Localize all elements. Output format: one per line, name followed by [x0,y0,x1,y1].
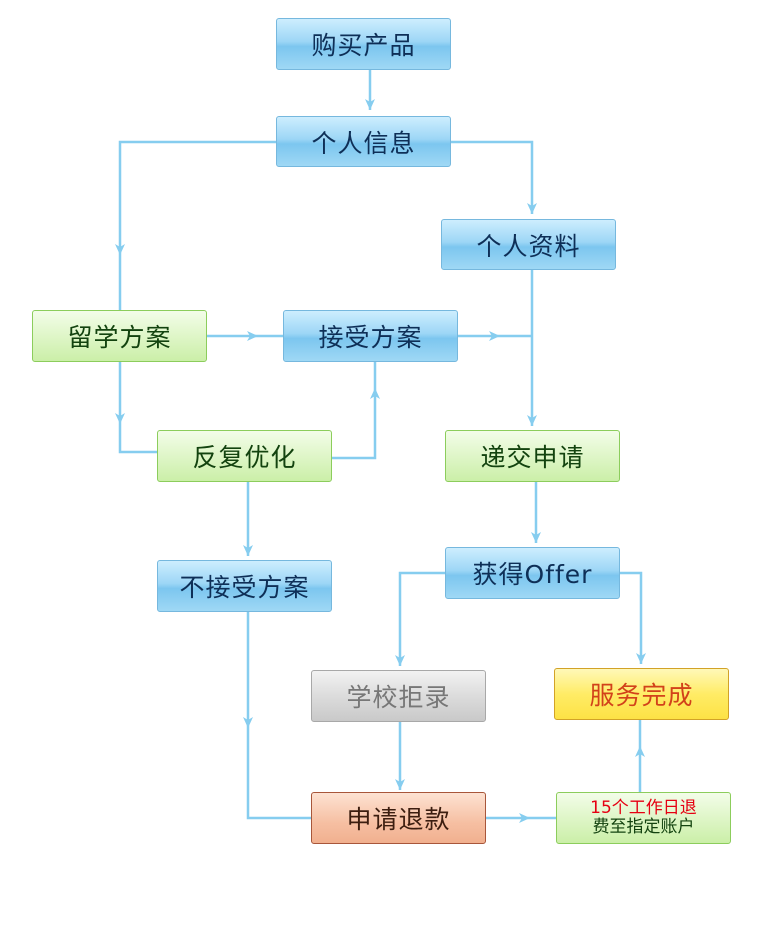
refund-line-2: 费至指定账户 [592,817,695,837]
connector-offer-to-complete [620,571,646,664]
node-reject-plan: 不接受方案 [157,560,332,612]
node-repeat-optimize: 反复优化 [157,430,332,482]
node-apply-refund: 申请退款 [311,792,486,844]
node-school-rejection: 学校拒录 [311,670,486,722]
node-buy-product: 购买产品 [276,18,451,70]
connector-info-to-docs [451,140,537,214]
connector-info-to-plan [115,140,276,255]
connector-plan-to-optimize-tail [118,424,158,454]
connector-optimize-to-accept [331,388,380,460]
node-get-offer: 获得Offer [445,547,620,599]
node-personal-docs: 个人资料 [441,219,616,270]
node-submit-application: 递交申请 [445,430,620,482]
node-refund-within-15-days: 15个工作日退 费至指定账户 [556,792,731,844]
node-personal-info: 个人信息 [276,116,451,167]
connector-offer-to-rejection [395,571,445,666]
refund-line-1: 15个工作日退 [590,798,697,818]
node-accept-plan: 接受方案 [283,310,458,362]
connector-reject-to-refund-tail [246,728,312,820]
node-study-plan: 留学方案 [32,310,207,362]
node-service-complete: 服务完成 [554,668,729,720]
